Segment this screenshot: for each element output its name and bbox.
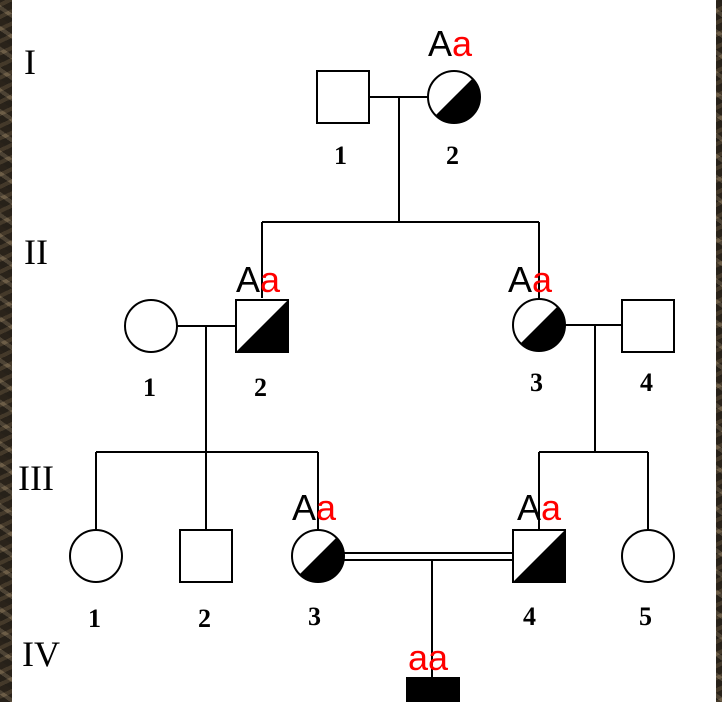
individual-II-1 (124, 299, 178, 353)
number-III-2: 2 (198, 604, 211, 633)
number-III-5: 5 (639, 602, 652, 631)
genotype-II-3: Aa (508, 262, 552, 298)
number-II-1: 1 (143, 373, 156, 402)
number-III-3: 3 (308, 602, 321, 631)
individual-II-4 (621, 299, 675, 353)
connector-lines (95, 96, 649, 677)
number-II-2: 2 (254, 373, 267, 402)
allele-1: A (508, 259, 533, 300)
number-II-4: 4 (640, 368, 653, 397)
number-I-2: 2 (446, 141, 459, 170)
number-III-4: 4 (523, 602, 536, 631)
generation-label-IV: IV (22, 634, 60, 674)
individual-III-3 (291, 529, 345, 583)
individual-II-3 (512, 298, 566, 352)
individual-III-2 (179, 529, 233, 583)
allele-1: a (408, 637, 429, 678)
allele-2: a (541, 487, 562, 528)
individual-III-4 (512, 529, 566, 583)
individual-IV-1 (406, 677, 460, 702)
individual-III-1 (69, 529, 123, 583)
generation-label-I: I (24, 42, 36, 82)
allele-1: A (236, 259, 261, 300)
allele-2: a (428, 637, 449, 678)
genotype-I-2: Aa (428, 26, 472, 62)
number-II-3: 3 (530, 368, 543, 397)
allele-1: A (292, 487, 317, 528)
allele-2: a (452, 23, 473, 64)
individual-I-2 (427, 70, 481, 124)
genotype-III-4: Aa (517, 490, 561, 526)
genotype-IV-1: aa (408, 640, 448, 676)
number-I-1: 1 (334, 141, 347, 170)
individual-I-1 (316, 70, 370, 124)
individual-III-5 (621, 529, 675, 583)
individual-II-2 (235, 299, 289, 353)
allele-2: a (532, 259, 553, 300)
allele-2: a (316, 487, 337, 528)
allele-1: A (517, 487, 542, 528)
allele-1: A (428, 23, 453, 64)
allele-2: a (260, 259, 281, 300)
generation-label-III: III (18, 458, 54, 498)
number-III-1: 1 (88, 604, 101, 633)
generation-label-II: II (24, 232, 48, 272)
genotype-II-2: Aa (236, 262, 280, 298)
genotype-III-3: Aa (292, 490, 336, 526)
